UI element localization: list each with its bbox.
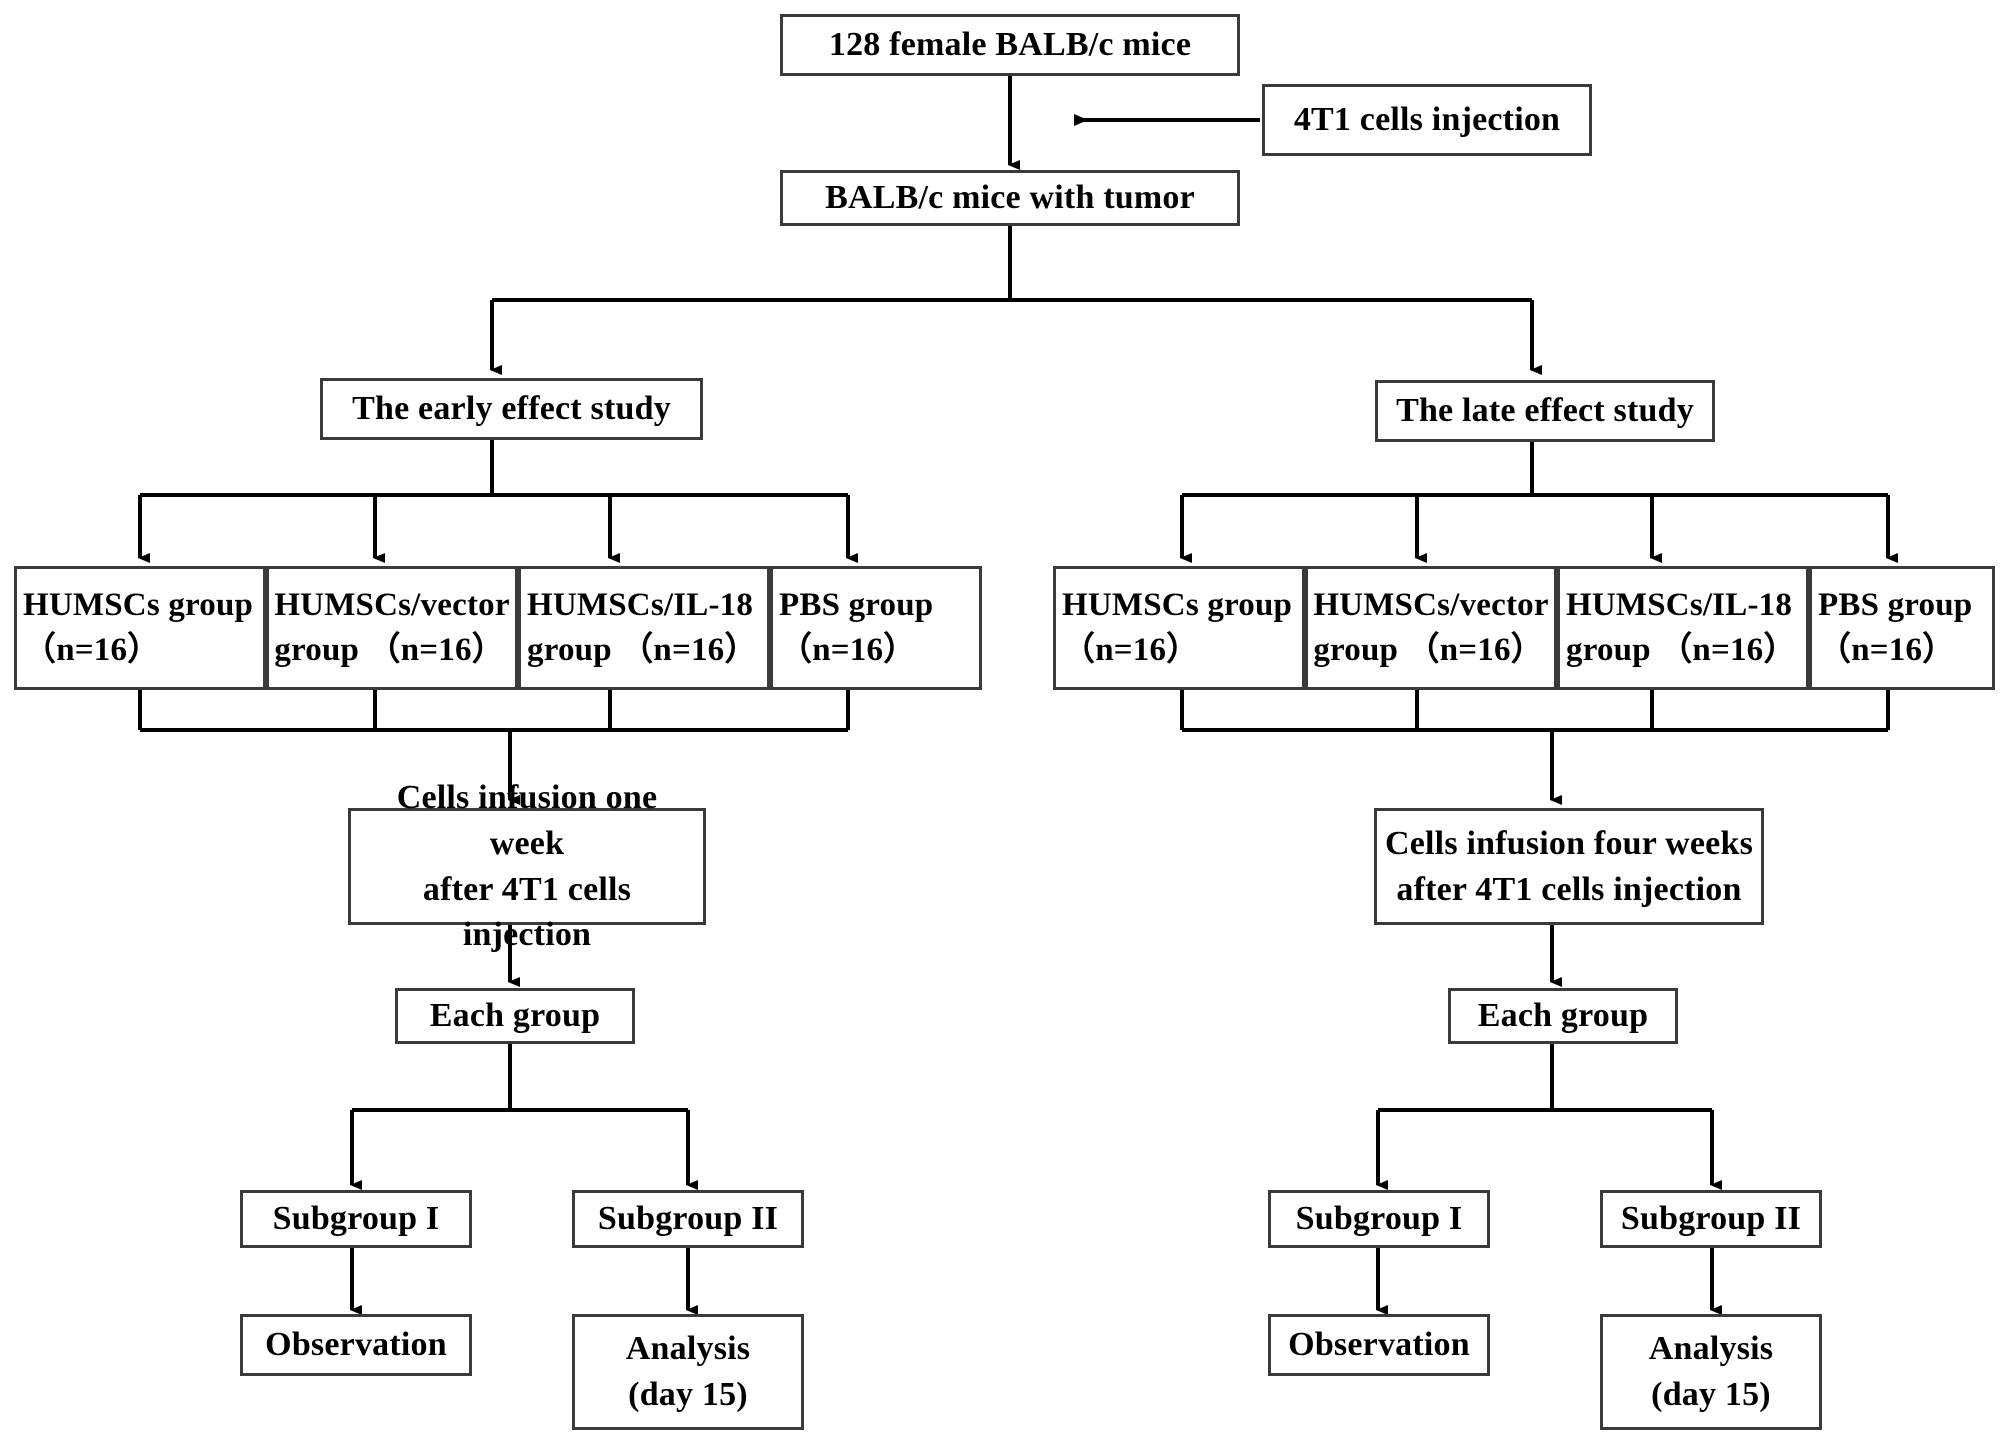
node-early-subgroup-2[interactable]: Subgroup II (572, 1190, 804, 1248)
node-total-mice[interactable]: 128 female BALB/c mice (780, 14, 1240, 76)
node-late-group-humscs-il18-label: HUMSCs/IL-18 group （n=16） (1566, 587, 1797, 668)
node-late-each-group-label: Each group (1477, 997, 1649, 1035)
node-4t1-injection[interactable]: 4T1 cells injection (1262, 84, 1592, 156)
node-early-cells-infusion[interactable]: Cells infusion one week after 4T1 cells … (348, 779, 706, 953)
node-late-group-humscs[interactable]: HUMSCs group （n=16） (1053, 566, 1305, 690)
node-tumor-mice[interactable]: BALB/c mice with tumor (780, 170, 1240, 226)
node-early-each-group-label: Each group (429, 997, 601, 1035)
node-late-effect-study[interactable]: The late effect study (1375, 380, 1715, 442)
node-early-cells-infusion-label: Cells infusion one week after 4T1 cells … (396, 778, 658, 954)
node-late-subgroup-1[interactable]: Subgroup I (1268, 1190, 1490, 1248)
node-early-group-pbs[interactable]: PBS group （n=16） (770, 566, 982, 690)
node-late-each-group[interactable]: Each group (1448, 988, 1678, 1044)
node-late-cells-infusion-label: Cells infusion four weeks after 4T1 cell… (1384, 824, 1754, 908)
node-late-group-humscs-label: HUMSCs group （n=16） (1062, 587, 1293, 668)
node-early-observation-label: Observation (265, 1326, 447, 1364)
node-early-subgroup-1[interactable]: Subgroup I (240, 1190, 472, 1248)
node-late-effect-study-label: The late effect study (1396, 392, 1694, 430)
node-late-group-humscs-il18[interactable]: HUMSCs/IL-18 group （n=16） (1557, 566, 1809, 690)
node-late-group-humscs-vector[interactable]: HUMSCs/vector group （n=16） (1305, 566, 1557, 690)
node-early-group-humscs-label: HUMSCs group （n=16） (23, 587, 254, 668)
node-late-subgroup-2[interactable]: Subgroup II (1600, 1190, 1822, 1248)
node-late-subgroup-2-label: Subgroup II (1620, 1200, 1802, 1238)
node-early-subgroup-2-label: Subgroup II (597, 1200, 779, 1238)
node-early-group-pbs-label: PBS group （n=16） (779, 587, 934, 668)
node-early-effect-study[interactable]: The early effect study (320, 378, 703, 440)
node-early-analysis-label: Analysis (day 15) (625, 1330, 751, 1413)
node-early-group-humscs-vector[interactable]: HUMSCs/vector group （n=16） (266, 566, 518, 690)
node-early-group-humscs-vector-label: HUMSCs/vector group （n=16） (274, 587, 510, 668)
node-late-group-pbs[interactable]: PBS group （n=16） (1809, 566, 1995, 690)
node-early-effect-study-label: The early effect study (352, 390, 671, 428)
node-tumor-mice-label: BALB/c mice with tumor (825, 179, 1195, 217)
node-early-group-humscs[interactable]: HUMSCs group （n=16） (14, 566, 266, 690)
node-late-group-pbs-label: PBS group （n=16） (1818, 587, 1973, 668)
node-total-mice-label: 128 female BALB/c mice (828, 26, 1192, 64)
node-early-group-humscs-il18-label: HUMSCs/IL-18 group （n=16） (527, 587, 758, 668)
node-early-group-humscs-il18[interactable]: HUMSCs/IL-18 group （n=16） (518, 566, 770, 690)
node-late-observation[interactable]: Observation (1268, 1314, 1490, 1376)
node-late-observation-label: Observation (1288, 1326, 1470, 1364)
node-4t1-injection-label: 4T1 cells injection (1293, 101, 1561, 139)
node-early-analysis[interactable]: Analysis (day 15) (572, 1314, 804, 1430)
node-early-observation[interactable]: Observation (240, 1314, 472, 1376)
node-early-subgroup-1-label: Subgroup I (272, 1200, 440, 1238)
node-late-analysis[interactable]: Analysis (day 15) (1600, 1314, 1822, 1430)
node-late-analysis-label: Analysis (day 15) (1648, 1330, 1774, 1413)
node-late-group-humscs-vector-label: HUMSCs/vector group （n=16） (1313, 587, 1549, 668)
node-late-cells-infusion[interactable]: Cells infusion four weeks after 4T1 cell… (1374, 808, 1764, 925)
node-late-subgroup-1-label: Subgroup I (1295, 1200, 1463, 1238)
node-early-each-group[interactable]: Each group (395, 988, 635, 1044)
